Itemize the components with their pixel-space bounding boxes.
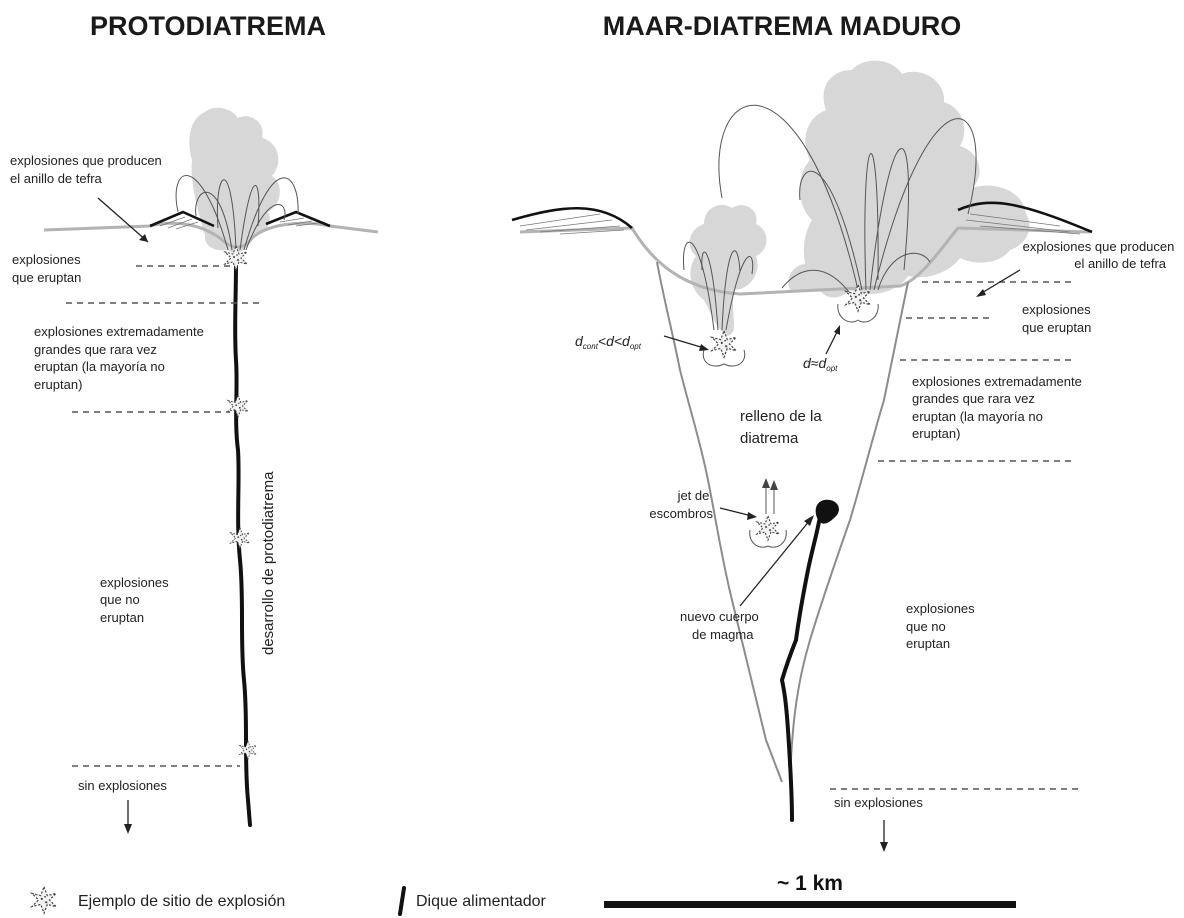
right-small-plume [690,205,767,336]
left-extreme-explosions-label: explosiones extremadamente grandes que r… [34,324,207,392]
debris-jet-label: jet de escombros [649,488,713,521]
right-new-magma-body [816,500,839,524]
right-ring-explosions-label: explosiones que producen el anillo de te… [1023,239,1178,271]
right-no-explosions-label: sin explosiones [834,795,923,810]
d-cont-label: dcont<d<dopt [575,333,642,351]
left-panel: explosiones que producen el anillo de te… [10,108,378,834]
left-non-erupting-label: explosiones que no eruptan [100,575,172,625]
explosion-site-icon [231,528,250,548]
legend-explosion-site-label: Ejemplo de sitio de explosión [78,893,285,910]
protodiatreme-development-label: desarrollo de protodiatrema [260,471,277,655]
legend-explosion-site-icon [32,887,56,913]
left-ring-explosions-label: explosiones que producen el anillo de te… [10,153,165,186]
scale-bar [604,901,1016,908]
scale-bar-label: ~ 1 km [777,872,843,895]
legend: Ejemplo de sitio de explosión Dique alim… [32,872,1016,914]
right-feeder-dike [782,516,820,820]
left-erupting-label: explosiones que eruptan [12,252,84,285]
right-erupting-label: explosiones que eruptan [1022,302,1094,335]
new-magma-body-label: nuevo cuerpo de magma [680,609,762,642]
legend-feeder-dike-label: Dique alimentador [416,893,547,910]
explosion-site-icon [712,331,736,357]
left-feeder-dike [235,262,250,825]
d-opt-label: d≈dopt [803,355,838,373]
diatreme-fill-label: relleno de la diatrema [740,408,826,447]
right-panel-title: MAAR-DIATREMA MADURO [603,11,961,41]
right-extreme-explosions-label: explosiones extremadamente grandes que r… [912,374,1085,441]
left-no-explosions-label: sin explosiones [78,778,167,793]
right-panel: explosiones que producen el anillo de te… [512,61,1178,852]
legend-feeder-dike-icon [400,888,404,914]
right-non-erupting-label: explosiones que no eruptan [906,601,978,651]
explosion-site-icon [757,516,779,540]
explosion-site-icon [228,395,248,417]
left-panel-title: PROTODIATREMA [90,11,326,41]
explosion-site-icon [240,741,257,759]
